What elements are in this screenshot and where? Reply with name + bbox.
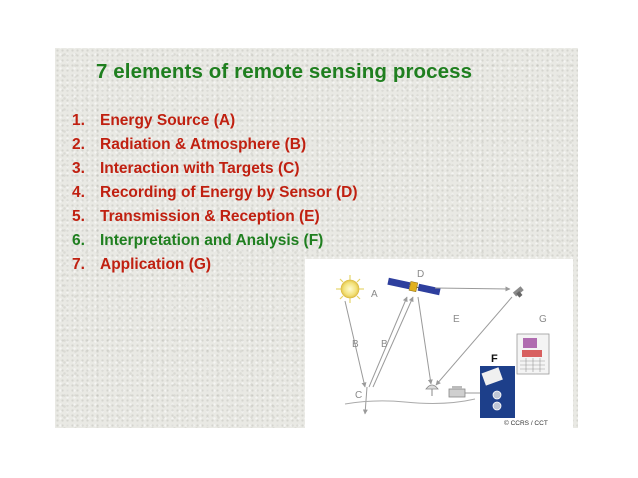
slide-background (55, 48, 578, 428)
list-item-text: Interaction with Targets (C) (100, 160, 300, 177)
label-f: F (491, 353, 498, 365)
label-e: E (453, 314, 460, 325)
list-item-number: 4. (72, 184, 85, 201)
label-d: D (417, 269, 424, 280)
application-panel (516, 333, 550, 375)
list-item-text: Radiation & Atmosphere (B) (100, 136, 307, 153)
credit-text: © CCRS / CCT (504, 419, 548, 427)
sun-icon (336, 275, 364, 303)
ground-station-icon (425, 384, 439, 396)
list-item-text: Transmission & Reception (E) (100, 208, 320, 225)
list-item-number: 2. (72, 136, 85, 153)
satellite-icon (387, 277, 441, 296)
label-a: A (371, 289, 378, 300)
list-item-text: Recording of Energy by Sensor (D) (100, 184, 358, 201)
label-b2: B (381, 339, 388, 350)
relay-satellite-icon (512, 286, 524, 298)
label-g: G (539, 314, 547, 325)
slide-title: 7 elements of remote sensing process (96, 60, 473, 83)
processing-building-icon (448, 386, 466, 398)
list-item-text: Interpretation and Analysis (F) (100, 232, 324, 249)
remote-sensing-diagram: A D B B E G C F © CCRS / CCT (305, 259, 573, 428)
label-b1: B (352, 339, 359, 350)
list-item-number: 5. (72, 208, 85, 225)
interpretation-panel (480, 366, 515, 418)
list-item-number: 3. (72, 160, 85, 177)
list-item-text: Application (G) (100, 256, 212, 273)
list-item-number: 6. (72, 232, 85, 249)
list-item-number: 7. (72, 256, 85, 273)
list-item-number: 1. (72, 112, 85, 129)
list-item-text: Energy Source (A) (100, 112, 236, 129)
label-c: C (355, 390, 362, 401)
